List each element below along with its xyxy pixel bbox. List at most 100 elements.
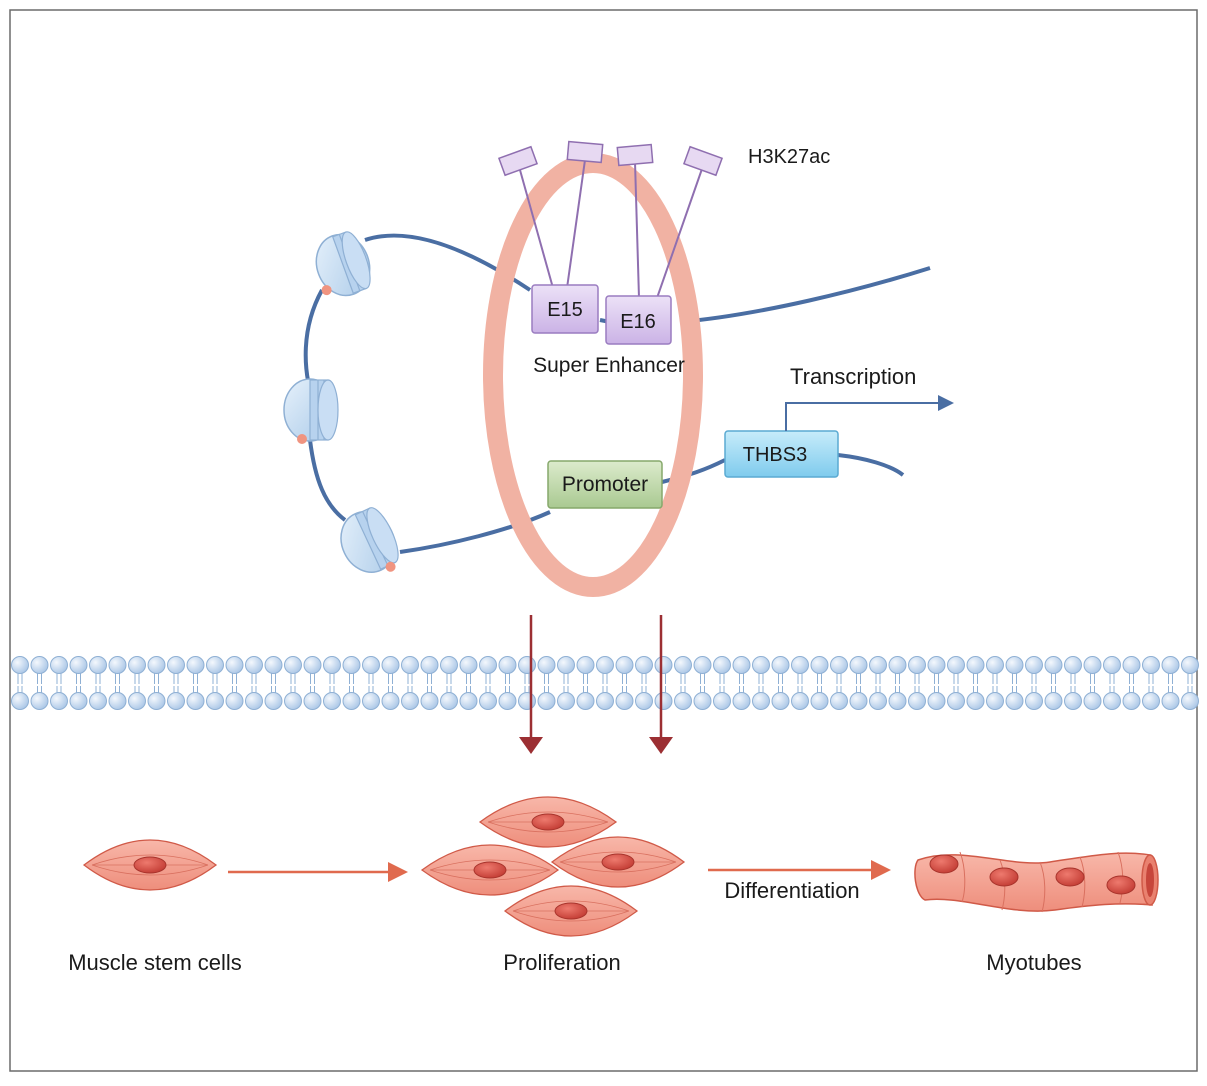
lipid-head: [1161, 656, 1180, 674]
lipid-head: [654, 656, 673, 674]
nucleosome-icon: [340, 507, 399, 573]
lipid-head: [401, 656, 419, 674]
cell-striation: [91, 864, 209, 876]
lipid-tail: [1109, 672, 1115, 684]
lipid-tail: [1187, 672, 1193, 684]
lipid-head: [908, 656, 926, 674]
lipid-head: [342, 656, 361, 674]
h3k27ac-mark-icon: [616, 143, 654, 167]
lipid-head: [810, 656, 829, 674]
lipid-head: [264, 692, 283, 710]
lipid-head: [225, 692, 244, 710]
lipid-head: [771, 692, 790, 710]
lipid-head: [1025, 692, 1043, 710]
proliferating-cell-icon: [550, 836, 686, 888]
lipid-head: [849, 656, 868, 674]
lipid-head: [947, 656, 965, 674]
lipid-tail: [95, 672, 101, 684]
lipid-head: [635, 692, 653, 710]
lipid-head: [69, 656, 88, 674]
lipid-head: [1064, 656, 1082, 674]
loop-anchor-ring: [483, 153, 703, 597]
lipid-head: [830, 692, 848, 710]
lipid-head: [966, 656, 985, 674]
lipid-head: [830, 656, 848, 674]
lipid-head: [1181, 656, 1199, 674]
lipid-head: [596, 692, 614, 710]
lipid-head: [459, 692, 478, 710]
lipid-head: [50, 692, 68, 710]
signal-arrowhead-left: [519, 737, 543, 754]
lipid-head: [693, 656, 712, 674]
lipid-head: [791, 692, 809, 710]
lipid-tail: [134, 672, 140, 684]
lipid-head: [986, 692, 1004, 710]
lipid-head: [713, 656, 731, 674]
lipid-head: [186, 692, 205, 710]
lipid-tail: [329, 672, 335, 684]
lipid-tail: [407, 672, 413, 684]
cell-striation: [487, 821, 609, 833]
lipid-head: [1122, 692, 1141, 710]
lipid-head: [498, 692, 517, 710]
lipid-tail: [739, 672, 744, 684]
lipid-tail: [37, 672, 42, 684]
lipid-head: [1103, 656, 1121, 674]
lipid-head: [128, 656, 146, 674]
lipid-head: [615, 692, 634, 710]
lipid-head: [1181, 692, 1199, 710]
lipid-head: [128, 692, 146, 710]
dna-strand-right: [679, 266, 931, 324]
lipid-head: [1064, 692, 1082, 710]
lipid-head: [537, 656, 556, 674]
lipid-tail: [680, 672, 686, 684]
lipid-tail: [602, 672, 608, 684]
promoter-box: [547, 460, 663, 509]
lipid-head: [1142, 656, 1160, 674]
lipid-head: [167, 656, 185, 674]
lipid-tail: [1148, 672, 1154, 684]
lipid-head: [693, 692, 712, 710]
lipid-tail: [427, 672, 432, 684]
promoter-label: Promoter: [562, 473, 648, 496]
lipid-head: [381, 692, 400, 710]
lipid-head: [479, 656, 497, 674]
lipid-head: [849, 692, 868, 710]
lipid-tail: [953, 672, 959, 684]
lipid-head: [674, 692, 692, 710]
lipid-head: [420, 692, 439, 710]
lipid-head: [206, 656, 224, 674]
cell-striation: [487, 811, 609, 823]
super-enhancer-label: Super Enhancer: [533, 354, 685, 377]
lipid-head: [264, 656, 283, 674]
lipid-tail: [992, 672, 998, 684]
lipid-head: [50, 656, 68, 674]
lipid-head: [30, 692, 49, 710]
lipid-tail: [173, 672, 179, 684]
lipid-head: [284, 656, 302, 674]
lipid-tail: [778, 672, 783, 684]
lipid-tail: [310, 672, 315, 684]
lipid-head: [1142, 692, 1160, 710]
lipid-tail: [856, 672, 861, 684]
lipid-head: [147, 656, 166, 674]
lipid-tail: [466, 672, 471, 684]
lipid-head: [1083, 656, 1102, 674]
lipid-head: [869, 656, 887, 674]
cell-striation: [559, 861, 677, 873]
lipid-tail: [817, 672, 822, 684]
lipid-head: [11, 692, 29, 710]
lipid-tail: [973, 672, 978, 684]
lipid-head: [69, 692, 88, 710]
lipid-head: [635, 656, 653, 674]
lipid-head: [1005, 692, 1024, 710]
lipid-tail: [154, 672, 159, 684]
lipid-tail: [758, 672, 764, 684]
cell-nucleus: [133, 856, 167, 874]
muscle-cells: [82, 796, 686, 937]
lipid-head: [362, 692, 380, 710]
lipid-head: [966, 692, 985, 710]
enhancer-e16-label: E16: [620, 311, 656, 333]
lipid-tail: [934, 672, 939, 684]
lipid-head: [323, 692, 341, 710]
